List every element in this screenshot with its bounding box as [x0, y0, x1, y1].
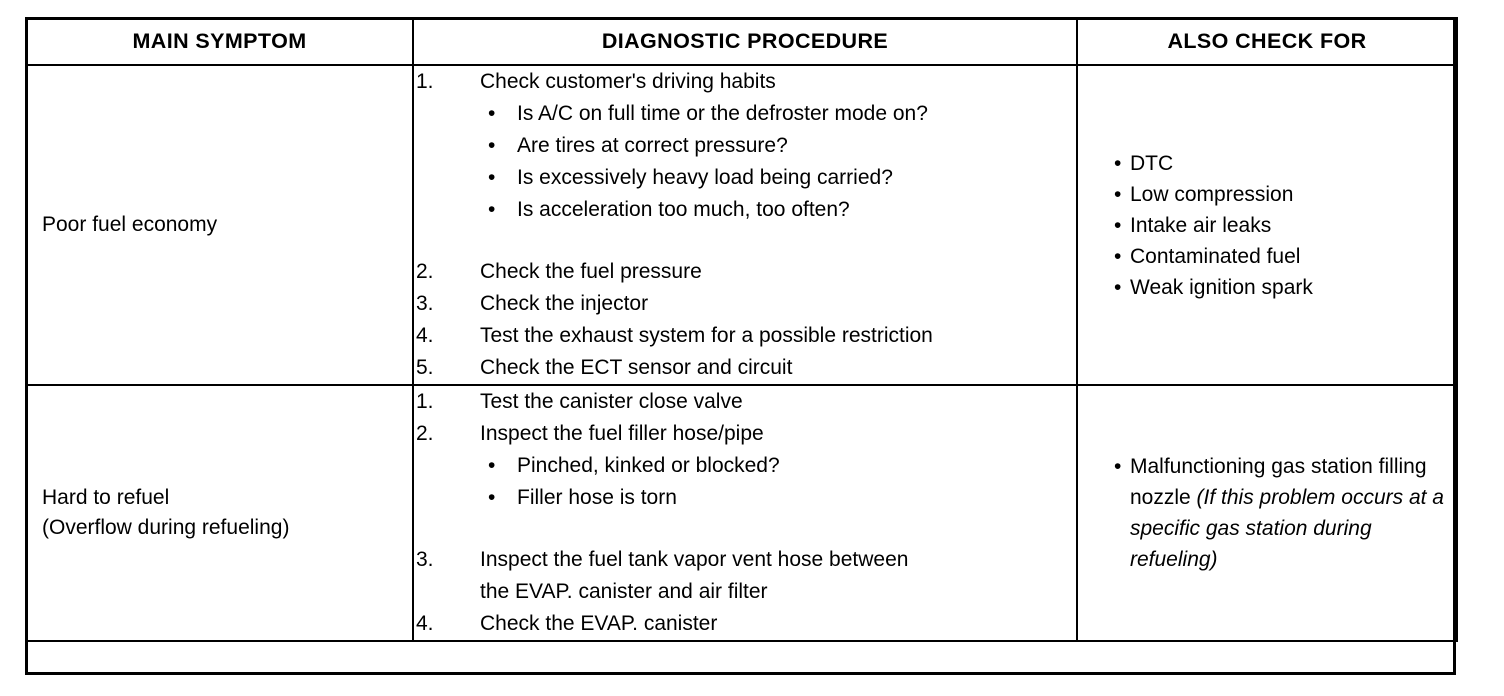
table-row: Poor fuel economy 1. Check customer's dr…	[25, 64, 1458, 386]
also-check-text: Weak ignition spark	[1130, 275, 1313, 299]
also-check-cell: • DTC • Low compression • Intake air lea…	[1076, 64, 1458, 386]
table-row: Hard to refuel (Overflow during refuelin…	[25, 384, 1458, 642]
step-number: 5.	[416, 356, 434, 379]
procedure-step: 2. Check the fuel pressure	[414, 256, 1076, 288]
step-sub-list: • Is A/C on full time or the defroster m…	[480, 98, 1076, 226]
step-text: Check the fuel pressure	[480, 260, 702, 283]
bullet-icon: •	[488, 134, 496, 157]
bullet-icon: •	[1114, 244, 1122, 268]
also-check-text: Contaminated fuel	[1130, 244, 1301, 268]
sub-bullet-text: Is A/C on full time or the defroster mod…	[517, 102, 928, 125]
procedure-step: 1. Check customer's driving habits • Is …	[414, 66, 1076, 226]
sub-bullet-text: Is acceleration too much, too often?	[517, 198, 850, 221]
bullet-icon: •	[488, 198, 496, 221]
table-header-row: MAIN SYMPTOM DIAGNOSTIC PROCEDURE ALSO C…	[25, 17, 1458, 66]
symptom-cell: Poor fuel economy	[25, 64, 414, 386]
procedure-step: 4. Check the EVAP. canister	[414, 608, 1076, 640]
sub-bullet-item: • Pinched, kinked or blocked?	[480, 450, 1076, 482]
procedure-step-list: 1. Test the canister close valve 2. Insp…	[414, 386, 1076, 640]
step-number: 1.	[416, 390, 434, 413]
list-item: • DTC	[1106, 148, 1456, 179]
column-header-label: ALSO CHECK FOR	[1167, 28, 1367, 53]
procedure-step: 2. Inspect the fuel filler hose/pipe • P…	[414, 418, 1076, 514]
sub-bullet-item: • Are tires at correct pressure?	[480, 130, 1076, 162]
procedure-cell: 1. Test the canister close valve 2. Insp…	[412, 384, 1078, 642]
bullet-icon: •	[488, 486, 496, 509]
step-number: 4.	[416, 612, 434, 635]
symptom-cell: Hard to refuel (Overflow during refuelin…	[25, 384, 414, 642]
list-item: • Weak ignition spark	[1106, 272, 1456, 303]
sub-bullet-text: Filler hose is torn	[517, 486, 677, 509]
column-header-label: DIAGNOSTIC PROCEDURE	[601, 28, 889, 53]
bullet-icon: •	[488, 454, 496, 477]
step-sub-list: • Pinched, kinked or blocked? • Filler h…	[480, 450, 1076, 514]
sub-bullet-text: Pinched, kinked or blocked?	[517, 454, 780, 477]
list-item: • Contaminated fuel	[1106, 241, 1456, 272]
procedure-cell: 1. Check customer's driving habits • Is …	[412, 64, 1078, 386]
procedure-step: 3. Check the injector	[414, 288, 1076, 320]
step-text: Test the canister close valve	[480, 390, 743, 413]
also-check-text: Low compression	[1130, 182, 1294, 206]
list-item: • Malfunctioning gas station filling noz…	[1106, 451, 1456, 575]
step-text: Check the EVAP. canister	[480, 612, 718, 635]
step-number: 2.	[416, 422, 434, 445]
list-item: • Intake air leaks	[1106, 210, 1456, 241]
procedure-step: 4. Test the exhaust system for a possibl…	[414, 320, 1076, 352]
step-number: 3.	[416, 292, 434, 315]
sub-bullet-item: • Is excessively heavy load being carrie…	[480, 162, 1076, 194]
step-text: Check customer's driving habits	[480, 70, 776, 93]
bullet-icon: •	[1114, 213, 1122, 237]
step-text: Test the exhaust system for a possible r…	[480, 324, 933, 347]
step-text: Check the ECT sensor and circuit	[480, 356, 793, 379]
sub-bullet-item: • Filler hose is torn	[480, 482, 1076, 514]
step-number: 4.	[416, 324, 434, 347]
column-header-label: MAIN SYMPTOM	[132, 28, 307, 53]
also-check-cell: • Malfunctioning gas station filling noz…	[1076, 384, 1458, 642]
sub-bullet-item: • Is A/C on full time or the defroster m…	[480, 98, 1076, 130]
also-check-list: • DTC • Low compression • Intake air lea…	[1078, 148, 1456, 303]
sub-bullet-item: • Is acceleration too much, too often?	[480, 194, 1076, 226]
procedure-step: 5. Check the ECT sensor and circuit	[414, 352, 1076, 384]
step-number: 1.	[416, 70, 434, 93]
step-text: Check the injector	[480, 292, 649, 315]
procedure-step: 3. Inspect the fuel tank vapor vent hose…	[414, 544, 1076, 608]
step-number: 2.	[416, 260, 434, 283]
bullet-icon: •	[488, 102, 496, 125]
bullet-icon: •	[1114, 182, 1122, 206]
column-header-main-symptom: MAIN SYMPTOM	[25, 17, 414, 66]
procedure-step-list: 1. Check customer's driving habits • Is …	[414, 66, 1076, 384]
bullet-icon: •	[488, 166, 496, 189]
procedure-step: 1. Test the canister close valve	[414, 386, 1076, 418]
bullet-icon: •	[1114, 275, 1122, 299]
also-check-text: Intake air leaks	[1130, 213, 1272, 237]
column-header-diagnostic-procedure: DIAGNOSTIC PROCEDURE	[412, 17, 1078, 66]
also-check-text: Malfunctioning gas station filling nozzl…	[1130, 455, 1444, 571]
sub-bullet-text: Is excessively heavy load being carried?	[517, 166, 893, 189]
also-check-text: DTC	[1130, 151, 1174, 175]
also-check-list: • Malfunctioning gas station filling noz…	[1078, 451, 1456, 575]
symptom-label: Hard to refuel (Overflow during refuelin…	[42, 486, 290, 539]
sub-bullet-text: Are tires at correct pressure?	[517, 134, 788, 157]
step-text: Inspect the fuel tank vapor vent hose be…	[480, 548, 909, 603]
column-header-also-check-for: ALSO CHECK FOR	[1076, 17, 1458, 66]
step-text: Inspect the fuel filler hose/pipe	[480, 422, 764, 445]
step-number: 3.	[416, 548, 434, 571]
diagnostic-symptom-table: MAIN SYMPTOM DIAGNOSTIC PROCEDURE ALSO C…	[25, 17, 1458, 642]
symptom-label: Poor fuel economy	[42, 213, 218, 236]
bullet-icon: •	[1114, 455, 1122, 478]
list-item: • Low compression	[1106, 179, 1456, 210]
bullet-icon: •	[1114, 151, 1122, 175]
also-check-text-italic: (If this problem occurs at a specific ga…	[1130, 486, 1444, 571]
